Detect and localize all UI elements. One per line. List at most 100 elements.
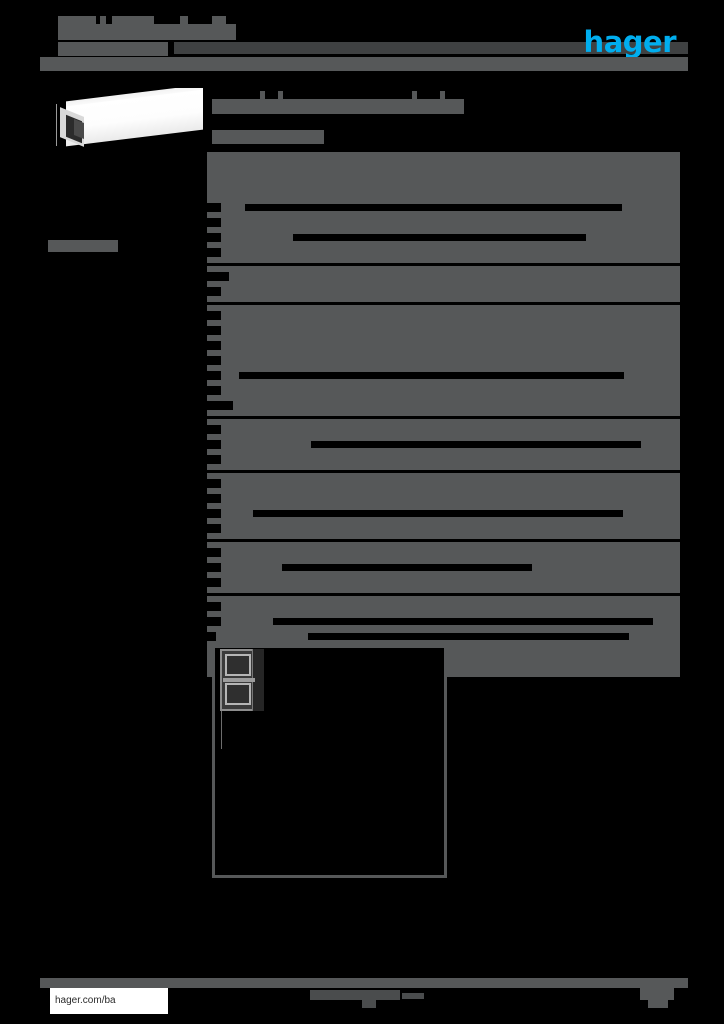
header-title-fragment (100, 16, 106, 25)
spec-group (207, 419, 680, 470)
footer-url-text: hager.com/ba (55, 995, 116, 1006)
spec-label-redaction (207, 509, 221, 518)
spec-row (207, 170, 680, 185)
spec-row (207, 452, 680, 467)
header-title-fragment (180, 16, 188, 25)
spec-value-redaction (245, 204, 622, 211)
spec-label-redaction (207, 272, 229, 281)
spec-label-redaction (207, 401, 233, 410)
spec-label-redaction (207, 371, 221, 380)
spec-row (207, 155, 680, 170)
header-title-redaction (58, 24, 236, 40)
hager-logo: hager (583, 25, 677, 59)
spec-value-redaction (311, 441, 641, 448)
spec-label-redaction (207, 632, 221, 641)
spec-value-redaction (289, 633, 629, 640)
spec-row (207, 185, 680, 200)
spec-label-redaction (207, 248, 221, 257)
header-title-fragment (112, 16, 154, 24)
spec-row (207, 353, 680, 368)
spec-row (207, 245, 680, 260)
profile-compartment-bottom (225, 683, 251, 705)
spec-label-redaction (207, 341, 221, 350)
main-subtitle-redaction (212, 130, 324, 144)
spec-row (207, 506, 680, 521)
spec-value-redaction (293, 234, 586, 241)
spec-label-redaction (207, 203, 221, 212)
spec-row (207, 560, 680, 575)
leader-line (221, 711, 222, 749)
dimension-line (56, 104, 57, 146)
spec-row (207, 230, 680, 245)
spec-group (207, 473, 680, 539)
title-ascender (440, 91, 445, 101)
spec-row (207, 383, 680, 398)
title-ascender (260, 91, 265, 101)
spec-label-redaction (207, 479, 221, 488)
spec-label-redaction (207, 287, 221, 296)
spec-label-redaction (207, 218, 221, 227)
header-subtitle-redaction (58, 42, 168, 56)
spec-label-redaction (207, 233, 221, 242)
spec-group (207, 152, 680, 263)
title-ascender (278, 91, 283, 101)
spec-value-redaction (282, 564, 532, 571)
footer-page-number-redaction (648, 1000, 668, 1008)
header-title-fragment (212, 16, 226, 25)
spec-label-redaction (207, 617, 221, 626)
spec-value-redaction (273, 618, 653, 625)
product-image (48, 88, 203, 150)
spec-row (207, 368, 680, 383)
spec-label-redaction (207, 494, 221, 503)
spec-label-redaction (207, 455, 221, 464)
header-title-fragment (58, 16, 96, 24)
footer-url-box[interactable]: hager.com/ba (50, 988, 168, 1014)
spec-row (207, 308, 680, 323)
spec-row (207, 323, 680, 338)
main-title-redaction (212, 99, 464, 114)
spec-value-redaction (253, 510, 623, 517)
spec-label-redaction (207, 602, 221, 611)
spec-row (207, 599, 680, 614)
spec-label-redaction (207, 563, 221, 572)
technical-drawing-box (212, 645, 447, 878)
spec-row (207, 422, 680, 437)
header-rule-upper (174, 42, 688, 54)
spec-group (207, 305, 680, 416)
spec-row (207, 521, 680, 536)
spec-row (207, 437, 680, 452)
spec-label-redaction (207, 425, 221, 434)
spec-label-redaction (207, 548, 221, 557)
spec-label-redaction (207, 311, 221, 320)
spec-label-redaction (207, 356, 221, 365)
footer-center-redaction (402, 993, 424, 999)
spec-label-redaction (207, 440, 221, 449)
spec-row (207, 545, 680, 560)
spec-row (207, 284, 680, 299)
header-divider (40, 57, 688, 71)
footer-divider (40, 978, 688, 988)
sidebar-caption-redaction (48, 240, 118, 252)
drawing-caption-redaction (216, 632, 308, 644)
spec-row (207, 200, 680, 215)
spec-label-redaction (207, 524, 221, 533)
spec-label-redaction (207, 386, 221, 395)
spec-row (207, 269, 680, 284)
spec-row (207, 491, 680, 506)
spec-row (207, 629, 680, 644)
spec-value-redaction (239, 372, 624, 379)
spec-label-redaction (207, 578, 221, 587)
footer-center-redaction (362, 1000, 376, 1008)
page-header: hager (40, 14, 688, 70)
footer-page-number-redaction (640, 988, 674, 1000)
profile-compartment-top (225, 654, 251, 676)
footer-center-redaction (310, 990, 400, 1000)
spec-row (207, 614, 680, 629)
title-ascender (412, 91, 417, 101)
profile-divider (223, 678, 255, 682)
specification-table (207, 152, 680, 680)
spec-row (207, 575, 680, 590)
spec-group (207, 542, 680, 593)
spec-group (207, 266, 680, 302)
